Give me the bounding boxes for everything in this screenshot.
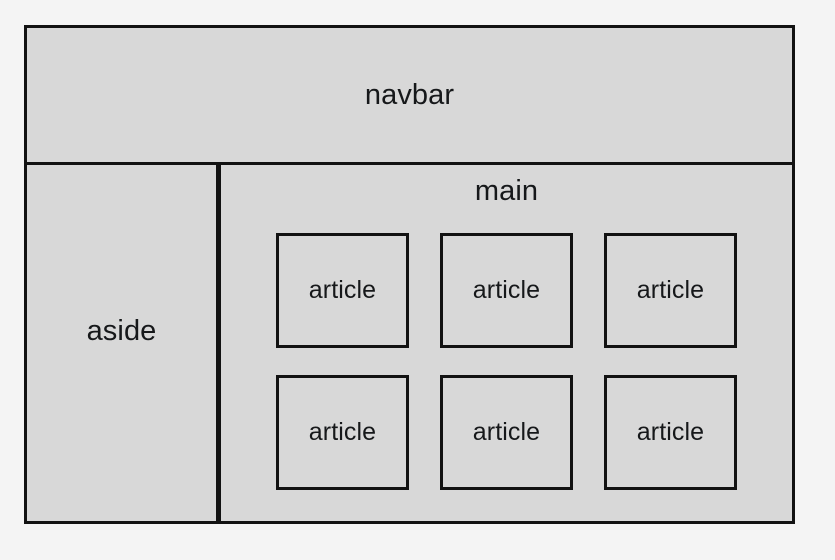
- article-box[interactable]: article: [604, 233, 737, 348]
- article-grid: article article article article article …: [276, 233, 737, 490]
- navbar-label: navbar: [364, 78, 455, 111]
- content-row: aside main article article article artic…: [27, 165, 792, 521]
- article-box[interactable]: article: [604, 375, 737, 490]
- article-label: article: [308, 418, 377, 446]
- article-label: article: [308, 276, 377, 304]
- article-box[interactable]: article: [440, 233, 573, 348]
- article-label: article: [472, 418, 541, 446]
- aside-region[interactable]: aside: [27, 165, 221, 521]
- article-box[interactable]: article: [276, 375, 409, 490]
- aside-label: aside: [86, 314, 157, 347]
- article-box[interactable]: article: [276, 233, 409, 348]
- main-label: main: [474, 175, 539, 207]
- article-label: article: [636, 276, 705, 304]
- main-region[interactable]: main article article article article art…: [221, 165, 792, 521]
- layout-diagram-container: navbar aside main article article articl…: [24, 25, 795, 524]
- article-box[interactable]: article: [440, 375, 573, 490]
- navbar-region[interactable]: navbar: [27, 28, 792, 165]
- article-label: article: [636, 418, 705, 446]
- article-label: article: [472, 276, 541, 304]
